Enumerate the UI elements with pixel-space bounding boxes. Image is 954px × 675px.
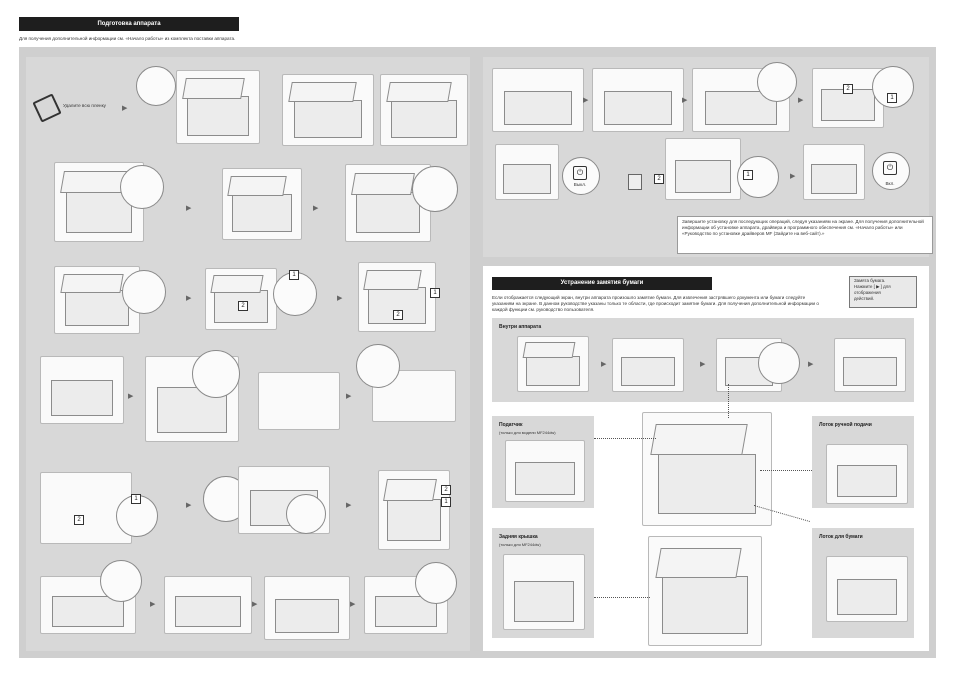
arrow-icon: ▶ (790, 173, 796, 180)
arrow-icon: ▶ (150, 601, 156, 608)
connector-line (728, 384, 729, 418)
step-number: 1 (441, 497, 451, 507)
jam-step-illustration (517, 336, 589, 392)
manual-tray-label: Лоток ручной подачи (819, 422, 872, 428)
detail-circle (286, 494, 326, 534)
rear-label: Задняя крышка (499, 534, 538, 540)
detail-circle (122, 270, 166, 314)
step-illustration (176, 70, 260, 144)
lcd-line3: отображения (854, 290, 881, 295)
lcd-screen (849, 276, 917, 308)
arrow-icon: ▶ (252, 601, 258, 608)
step-illustration (592, 68, 684, 132)
step-number: 2 (74, 515, 84, 525)
manual-tray-illustration (826, 444, 908, 504)
detail-circle (412, 166, 458, 212)
feeder-label: Податчик (499, 422, 523, 428)
arrow-icon: ▶ (601, 361, 607, 368)
step-number: 2 (654, 174, 664, 184)
machine-rear-illustration (665, 138, 741, 200)
connector-line (594, 438, 656, 439)
detail-circle (757, 62, 797, 102)
arrow-icon: ▶ (346, 502, 352, 509)
arrow-icon: ▶ (700, 361, 706, 368)
machine-illustration (803, 144, 865, 200)
step-illustration (40, 472, 132, 544)
paper-tray-label: Лоток для бумаги (819, 534, 863, 540)
wall-outlet-icon (628, 174, 642, 190)
detail-circle (415, 562, 457, 604)
step-number: 1 (131, 494, 141, 504)
jam-step-illustration (834, 338, 906, 392)
feeder-illustration (505, 440, 585, 502)
step-illustration (205, 268, 277, 330)
arrow-icon: ▶ (682, 97, 688, 104)
step1-caption: Удалите всю пленку (63, 103, 106, 108)
step-illustration (380, 74, 468, 146)
step-illustration (40, 356, 124, 424)
machine-rear-view (648, 536, 762, 646)
power-button-circle (872, 152, 910, 190)
arrow-icon: ▶ (346, 393, 352, 400)
step-number: 2 (393, 310, 403, 320)
step-number: 2 (238, 301, 248, 311)
arrow-icon: ▶ (128, 393, 134, 400)
connector-line (594, 597, 650, 598)
detail-circle (758, 342, 800, 384)
feeder-note: (только для модели MF244dw) (499, 430, 556, 435)
step-illustration (364, 576, 448, 634)
step-illustration (258, 372, 340, 430)
step-number: 1 (887, 93, 897, 103)
step-number: 1 (430, 288, 440, 298)
arrow-icon: ▶ (337, 295, 343, 302)
paper-tray-illustration (826, 556, 908, 622)
step-illustration (164, 576, 252, 634)
step-number: 2 (843, 84, 853, 94)
lcd-line4: действий. (854, 296, 875, 301)
jam-intro: Если отображается следующий экран, внутр… (492, 295, 819, 312)
step-number: 2 (441, 485, 451, 495)
power-button-circle (562, 157, 600, 195)
power-icon: ⏻ (573, 166, 587, 180)
jam-title: Устранение замятия бумаги (492, 277, 712, 290)
inside-label: Внутри аппарата (499, 324, 542, 330)
arrow-icon: ▶ (186, 295, 192, 302)
arrow-icon: ▶ (350, 601, 356, 608)
arrow-icon: ▶ (186, 502, 192, 509)
step-illustration (222, 168, 302, 240)
jam-step-illustration (612, 338, 684, 392)
step-illustration (492, 68, 584, 132)
step-illustration (264, 576, 350, 640)
detail-circle (120, 165, 164, 209)
machine-front-view (642, 412, 772, 526)
machine-illustration (495, 144, 559, 200)
step-illustration (358, 262, 436, 332)
arrow-icon: ▶ (808, 361, 814, 368)
arrow-icon: ▶ (583, 97, 589, 104)
section-title: Подготовка аппарата (19, 17, 239, 31)
setup-panel (26, 57, 470, 651)
step-number: 1 (289, 270, 299, 280)
arrow-icon: ▶ (186, 205, 192, 212)
arrow-icon: ▶ (122, 105, 128, 112)
detail-circle (356, 344, 400, 388)
rear-note: (только для MF244dw) (499, 542, 541, 547)
detail-circle (136, 66, 176, 106)
step-illustration (282, 74, 374, 146)
rear-cover-illustration (503, 554, 585, 630)
setup-note: Завершите установку для последующих опер… (677, 216, 933, 254)
lcd-line2: Нажмите [ ▶ ] для (854, 284, 891, 289)
connector-line (760, 470, 812, 471)
detail-circle (100, 560, 142, 602)
arrow-icon: ▶ (798, 97, 804, 104)
arrow-icon: ▶ (313, 205, 319, 212)
step-number: 1 (743, 170, 753, 180)
subtitle: Для получения дополнительной информации … (19, 36, 236, 41)
lcd-line1: Замята бумага. (854, 278, 886, 283)
detail-circle (192, 350, 240, 398)
step-illustration (378, 470, 450, 550)
power-on-label: Вкл. (885, 181, 895, 186)
power-icon: ⏻ (883, 161, 897, 175)
power-off-label: Выкл. (573, 182, 587, 187)
